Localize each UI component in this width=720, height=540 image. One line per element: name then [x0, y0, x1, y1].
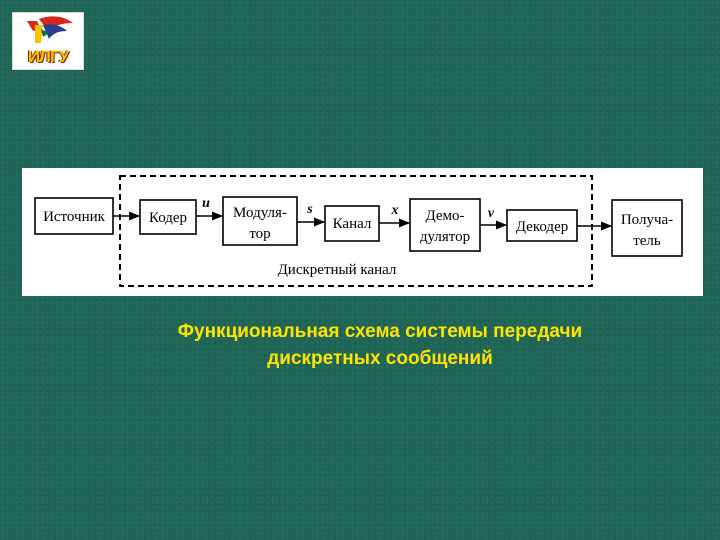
block-receiver-label-line1: Получа- [621, 212, 673, 228]
block-receiver [611, 199, 683, 257]
caption-line-2: дискретных сообщений [267, 348, 493, 369]
logo-text: ИЛГУ [27, 47, 69, 66]
block-modulator-label-line1: Модуля- [233, 205, 287, 221]
diagram-caption: Функциональная схема системы передачи ди… [100, 318, 660, 372]
block-diagram: Источник Кодер Модуля- тор Канал Демо- д… [22, 168, 703, 296]
block-coder-label: Кодер [149, 210, 187, 226]
signal-u-label: u [202, 196, 210, 211]
block-channel-label: Канал [333, 216, 372, 232]
block-receiver-label-line2: тель [633, 233, 661, 249]
block-coder [139, 199, 197, 235]
block-diagram-svg: Источник Кодер Модуля- тор Канал Демо- д… [34, 175, 683, 287]
discrete-channel-frame [119, 175, 593, 287]
discrete-channel-label: Дискретный канал [278, 262, 397, 278]
block-demodulator-label-line1: Демо- [425, 208, 464, 224]
block-demodulator-label-line2: дулятор [420, 229, 470, 245]
block-modulator [222, 196, 298, 246]
university-logo: ИЛГУ [12, 12, 84, 70]
block-source [34, 197, 114, 235]
signal-s-label: s [306, 202, 313, 217]
eagle-emblem-icon [27, 16, 73, 43]
block-decoder-label: Декодер [516, 219, 568, 235]
caption-line-1: Функциональная схема системы передачи [177, 321, 583, 342]
block-demodulator [409, 198, 481, 252]
block-decoder [506, 209, 578, 242]
signal-x-label: x [391, 203, 399, 218]
block-modulator-label-line2: тор [249, 226, 270, 242]
block-source-label: Источник [43, 209, 106, 225]
signal-v-label: v [488, 206, 495, 221]
